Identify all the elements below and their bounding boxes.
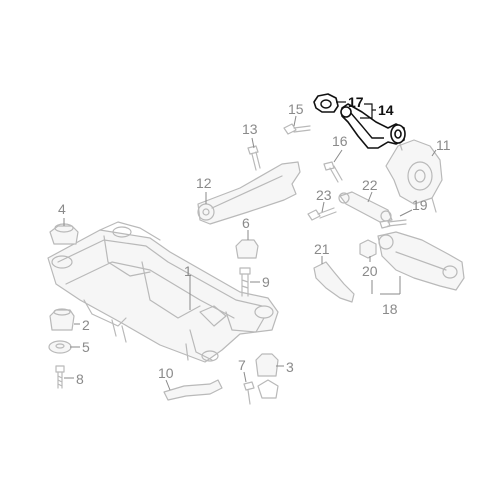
callout-14: 14 <box>378 102 394 118</box>
cushion-6 <box>235 239 259 259</box>
callout-22: 22 <box>362 177 378 193</box>
callout-17: 17 <box>348 94 364 110</box>
washer-5 <box>48 340 72 354</box>
callout-20: 20 <box>362 263 378 279</box>
trailing-arm-12 <box>197 161 301 225</box>
shield-21 <box>313 261 355 303</box>
callout-11: 11 <box>436 137 451 153</box>
link-arm-22 <box>338 191 393 223</box>
lower-arm-18 <box>377 231 465 291</box>
callout-labels: 1 2 3 4 5 6 7 8 9 10 11 12 13 14 15 16 1… <box>58 94 451 387</box>
callout-10: 10 <box>158 365 174 381</box>
bolt-8 <box>55 365 65 389</box>
callout-5: 5 <box>82 339 90 355</box>
callout-2: 2 <box>82 317 90 333</box>
callout-3: 3 <box>286 359 294 375</box>
callout-15: 15 <box>288 101 304 117</box>
bolt-13 <box>247 145 261 171</box>
callout-13: 13 <box>242 121 258 137</box>
subframe-crossmember <box>47 221 279 363</box>
callout-4: 4 <box>58 201 66 217</box>
cushion-3 <box>255 353 279 399</box>
mount-cushion-4 <box>49 223 79 245</box>
mount-cushion-2 <box>49 308 75 331</box>
callout-9: 9 <box>262 274 270 290</box>
bolt-9 <box>239 267 251 297</box>
highlight-leader-lines <box>336 101 376 119</box>
bolt-15 <box>283 123 311 135</box>
callout-19: 19 <box>412 197 428 213</box>
bushing-17 <box>313 93 339 113</box>
callout-6: 6 <box>242 215 250 231</box>
leader-lines <box>63 115 437 391</box>
bolt-23 <box>307 207 337 221</box>
callout-18: 18 <box>382 301 398 317</box>
callout-8: 8 <box>76 371 84 387</box>
callout-12: 12 <box>196 175 212 191</box>
bolt-16 <box>323 161 343 183</box>
callout-23: 23 <box>316 187 332 203</box>
upper-control-arm-14 <box>340 103 406 149</box>
bushing-20 <box>359 239 377 259</box>
callout-21: 21 <box>314 241 330 257</box>
bracket-10 <box>163 379 223 401</box>
callout-16: 16 <box>332 133 348 149</box>
bolt-7 <box>243 381 255 405</box>
callout-7: 7 <box>238 357 246 373</box>
callout-1: 1 <box>184 263 192 279</box>
